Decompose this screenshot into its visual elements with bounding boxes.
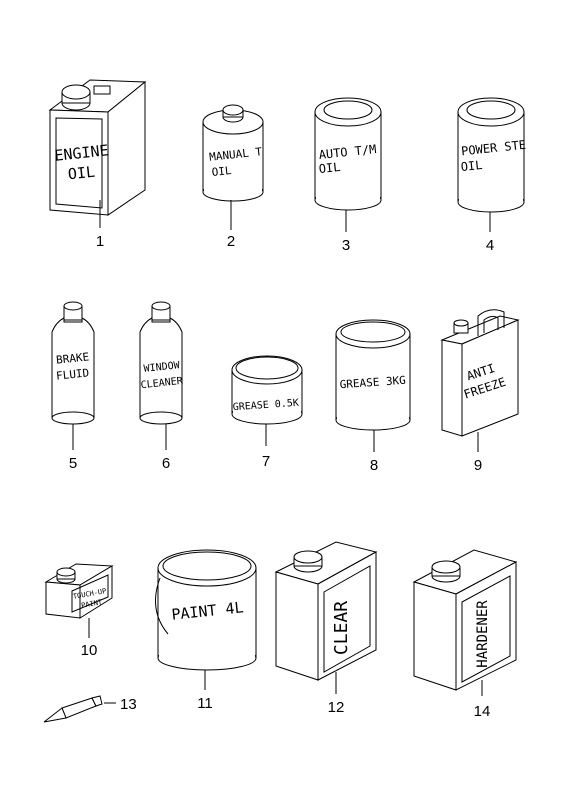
callout-2: 2 bbox=[227, 233, 235, 250]
grease-tub-small: GREASE 0.5K 7 bbox=[231, 355, 303, 470]
callout-8: 8 bbox=[370, 457, 378, 474]
hardener-can: HARDENER 14 bbox=[412, 549, 518, 720]
clear-coat-can: CLEAR 12 bbox=[274, 541, 378, 716]
item-7-label-line-1: GREASE 0.5K bbox=[232, 398, 299, 414]
callout-10: 10 bbox=[81, 642, 98, 659]
item-14-label-line-1: HARDENER bbox=[475, 600, 491, 668]
item-1-label-line-1: ENGINE bbox=[54, 141, 110, 165]
item-6-label-line-2: CLEANER bbox=[140, 376, 184, 391]
manual-tm-oil-can: MANUAL T OIL 2 bbox=[202, 104, 264, 250]
item-2-label-line-2: OIL bbox=[211, 164, 232, 179]
item-2-label-line-1: MANUAL T bbox=[209, 145, 263, 164]
callout-9: 9 bbox=[474, 457, 482, 474]
paint-bucket: PAINT 4L 11 bbox=[155, 549, 257, 712]
item-3-label-line-2: OIL bbox=[318, 160, 341, 176]
callout-1: 1 bbox=[96, 233, 104, 250]
item-3-label-line-1: AUTO T/M bbox=[318, 142, 377, 162]
touch-up-paint-can: TOUCH-UP PAINT 10 bbox=[44, 563, 114, 659]
grease-can-large: GREASE 3KG 8 bbox=[335, 319, 411, 474]
callout-4: 4 bbox=[486, 237, 494, 254]
item-8-label-line-1: GREASE 3KG bbox=[339, 374, 406, 392]
callout-5: 5 bbox=[69, 455, 77, 472]
callout-13: 13 bbox=[120, 696, 137, 713]
item-5-label-line-2: FLUID bbox=[55, 366, 89, 382]
window-cleaner-bottle: WINDOW CLEANER 6 bbox=[139, 301, 184, 472]
item-5-label-line-1: BRAKE bbox=[55, 350, 89, 366]
brake-fluid-bottle: BRAKE FLUID 5 bbox=[51, 301, 95, 472]
item-4-label-line-2: OIL bbox=[460, 158, 483, 174]
callout-12: 12 bbox=[328, 699, 345, 716]
callout-6: 6 bbox=[162, 455, 170, 472]
item-6-label-line-1: WINDOW bbox=[143, 360, 181, 375]
item-12-label-line-1: CLEAR bbox=[331, 601, 352, 655]
sealant-tube: 13 bbox=[43, 695, 137, 723]
engine-oil-can: ENGINE OIL 1 bbox=[48, 79, 147, 250]
power-steering-oil-can: POWER STE OIL 4 bbox=[457, 97, 527, 254]
item-10-label-line-2: PAINT bbox=[81, 598, 104, 610]
item-4-label-line-1: POWER STE bbox=[461, 138, 527, 159]
antifreeze-jug: ANTI FREEZE 9 bbox=[440, 309, 520, 474]
item-1-label-line-2: OIL bbox=[67, 163, 96, 184]
callout-3: 3 bbox=[342, 237, 350, 254]
callout-11: 11 bbox=[197, 695, 213, 712]
callout-7: 7 bbox=[262, 453, 270, 470]
callout-14: 14 bbox=[474, 703, 491, 720]
auto-tm-oil-can: AUTO T/M OIL 3 bbox=[314, 97, 382, 254]
